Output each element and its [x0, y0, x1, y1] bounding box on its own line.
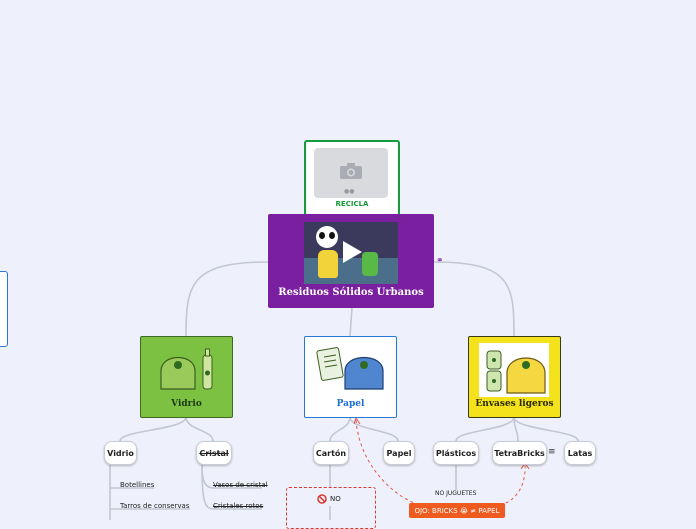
- carousel-dots: ●●: [344, 188, 355, 195]
- callout-bricks[interactable]: OJO: BRICKS 😭 ≠ PAPEL: [409, 503, 505, 518]
- green-bin-figure: [362, 252, 378, 276]
- subtopic-latas[interactable]: Latas: [564, 441, 596, 465]
- branch-papel[interactable]: Papel: [304, 336, 397, 418]
- leaf-cristales-rotos[interactable]: Cristales rotos: [213, 502, 264, 510]
- subtopic-cristal[interactable]: Cristal: [196, 441, 232, 465]
- branch-vidrio-title: Vidrio: [171, 399, 202, 409]
- subtopic-cristal-label: Cristal: [199, 448, 229, 458]
- subtopic-plasticos[interactable]: Plásticos: [433, 441, 479, 465]
- image-placeholder: ●●: [314, 148, 388, 198]
- subtopic-papel[interactable]: Papel: [383, 441, 415, 465]
- callout-label: OJO: BRICKS 😭 ≠ PAPEL: [414, 506, 500, 515]
- green-igloo-bin-icon: [160, 348, 213, 390]
- central-title: Residuos Sólidos Urbanos: [278, 287, 424, 298]
- subtopic-vidrio[interactable]: Vidrio: [104, 441, 137, 465]
- branch-papel-title: Papel: [336, 399, 365, 409]
- no-item[interactable]: NO: [317, 494, 341, 504]
- video-thumbnail[interactable]: [304, 222, 398, 284]
- leaf-no-juguetes[interactable]: NO JUGUETES: [435, 490, 477, 497]
- subtopic-carton[interactable]: Cartón: [313, 441, 349, 465]
- camera-icon: [340, 163, 362, 179]
- subtopic-tetrabricks[interactable]: TetraBricks: [492, 441, 547, 465]
- recicla-node[interactable]: ●● RECICLA: [304, 140, 400, 216]
- offscreen-node[interactable]: [0, 271, 8, 347]
- play-icon[interactable]: [341, 240, 363, 264]
- branch-vidrio[interactable]: Vidrio: [140, 336, 233, 418]
- recicla-label: RECICLA: [335, 200, 369, 208]
- notes-icon[interactable]: ≡: [548, 447, 556, 457]
- panda-figure: [316, 226, 338, 248]
- yellow-bin-figure: [318, 250, 338, 278]
- no-label: NO: [330, 495, 341, 503]
- leaf-vasos[interactable]: Vasos de cristal: [213, 481, 268, 489]
- branch-envases-title: Envases ligeros: [475, 399, 554, 409]
- yellow-igloo-bin-icon: [486, 350, 546, 394]
- leaf-tarros[interactable]: Tarros de conservas: [120, 502, 190, 510]
- blue-igloo-bin-icon: [316, 347, 384, 390]
- leaf-botellines[interactable]: Botellines: [120, 481, 155, 489]
- prohibited-icon: [317, 494, 327, 504]
- link-icon[interactable]: ⚭: [436, 256, 444, 266]
- branch-envases[interactable]: Envases ligeros: [468, 336, 561, 418]
- central-topic[interactable]: Residuos Sólidos Urbanos: [268, 214, 434, 308]
